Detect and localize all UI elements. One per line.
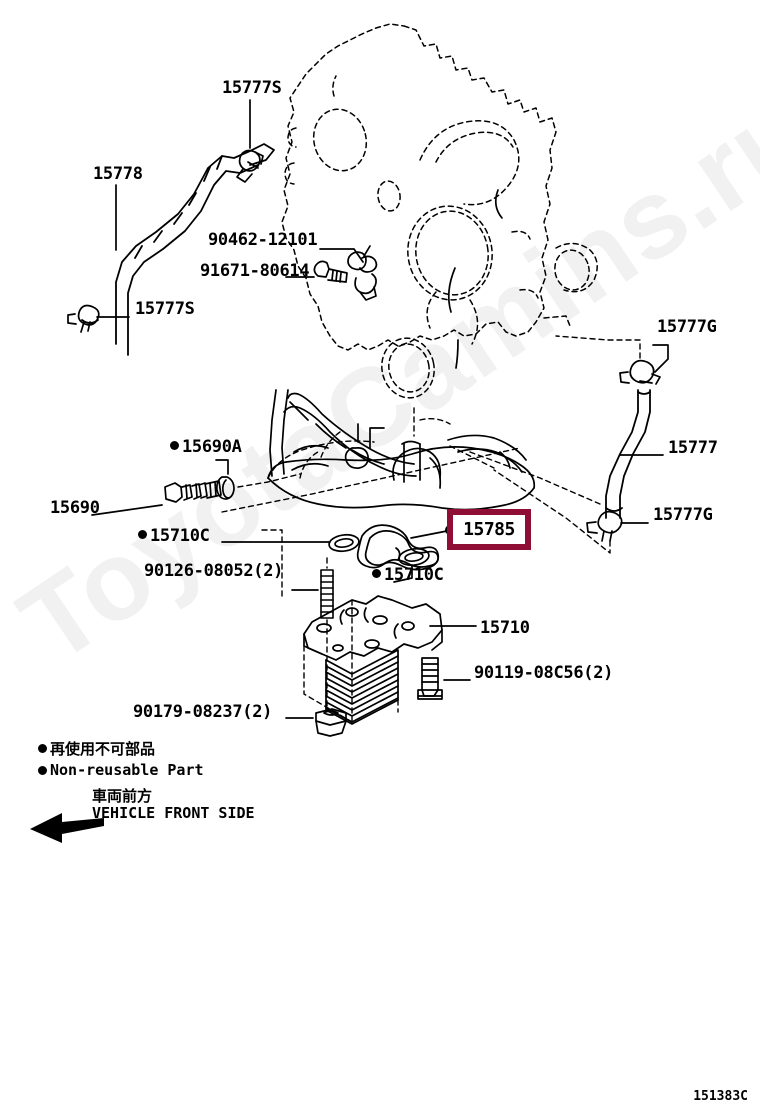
- part-label-15785: 15785: [463, 519, 515, 540]
- legend-dot-jp: [38, 744, 47, 753]
- part-label-15690a: 15690A: [182, 437, 242, 457]
- oil-cooler-15710: [303, 595, 443, 725]
- part-label-15778: 15778: [93, 164, 143, 184]
- legend-nonreusable: 再使用不可部品 Non-reusable Part: [38, 738, 204, 781]
- legend-row-en: Non-reusable Part: [38, 761, 204, 779]
- bolt-91671-80614: [313, 260, 348, 283]
- part-label-15777s-left: 15777S: [135, 299, 195, 319]
- dashline-15777g: [555, 335, 641, 359]
- part-label-91671-80614: 91671-80614: [200, 261, 310, 281]
- figure-code: 151383C: [693, 1089, 748, 1104]
- legend-label-en: Non-reusable Part: [50, 761, 204, 779]
- oil-pan-hidden-lines: [221, 407, 601, 601]
- part-label-90126-08052: 90126-08052(2): [144, 561, 284, 581]
- bolt-90119-08c56: [417, 657, 443, 700]
- clamp-15777s-left: [67, 304, 100, 333]
- vehicle-front-side-label: 車両前方 VEHICLE FRONT SIDE: [92, 788, 255, 821]
- leader-90462-12101: [319, 248, 364, 263]
- dashline-15777g-bottom: [493, 469, 611, 554]
- part-label-15710: 15710: [480, 618, 530, 638]
- dashline-15690a: [237, 473, 301, 488]
- leader-15710c-right: [393, 564, 413, 583]
- part-label-15710c-right-wrap: 15710C: [372, 567, 444, 584]
- leader-15690: [91, 504, 163, 516]
- nonreusable-dot-15710c-right: [372, 569, 381, 578]
- nonreusable-dot-15690a: [170, 441, 179, 450]
- engine-block-accents: [447, 189, 503, 369]
- vehicle-front-arrow: [30, 813, 104, 843]
- engine-block-outline: [281, 23, 598, 399]
- gasket-15785: [356, 524, 440, 571]
- part-label-90119-08c56: 90119-08C56(2): [474, 663, 614, 683]
- part-label-15777s-top: 15777S: [222, 78, 282, 98]
- part-label-15690: 15690: [50, 498, 100, 518]
- leader-15777g-top: [652, 344, 669, 373]
- part-label-15777g-bottom: 15777G: [653, 505, 713, 525]
- part-label-15777g-top: 15777G: [657, 317, 717, 337]
- leader-15690a: [215, 459, 229, 475]
- gasket-15690a: [216, 476, 235, 500]
- highlighted-part-box[interactable]: 15785: [447, 509, 531, 550]
- leader-15785: [410, 530, 448, 539]
- nonreusable-dot-15710c-left: [138, 530, 147, 539]
- part-label-15710c-left-wrap: 15710C: [138, 528, 210, 545]
- hose-15777: [605, 389, 651, 519]
- part-label-15777: 15777: [668, 438, 718, 458]
- part-label-90462-12101: 90462-12101: [208, 230, 318, 250]
- oring-15710c-right: [398, 547, 430, 567]
- vehicle-front-en: VEHICLE FRONT SIDE: [92, 803, 255, 822]
- clamp-15777g-top: [619, 359, 661, 385]
- part-label-15710c-left: 15710C: [150, 526, 210, 546]
- switch-15690: [164, 480, 222, 503]
- part-label-90179-08237: 90179-08237(2): [133, 702, 273, 722]
- clip-90462-12101: [347, 245, 378, 301]
- clamp-15777s-top: [236, 149, 264, 183]
- legend-dot-en: [38, 765, 47, 775]
- oring-15710c-left: [328, 533, 360, 553]
- part-label-15690a-wrap: 15690A: [170, 439, 242, 456]
- clamp-15777g-bottom: [586, 510, 623, 542]
- vehicle-front-jp: 車両前方: [92, 787, 153, 805]
- part-label-15710c-right: 15710C: [384, 565, 444, 585]
- nut-90179-08237: [315, 708, 347, 737]
- legend-label-jp: 再使用不可部品: [50, 740, 156, 758]
- hose-15778: [81, 143, 275, 356]
- stud-90126-08052: [320, 569, 334, 619]
- oil-pan-housing: [267, 389, 536, 511]
- legend-row-jp: 再使用不可部品: [38, 738, 204, 759]
